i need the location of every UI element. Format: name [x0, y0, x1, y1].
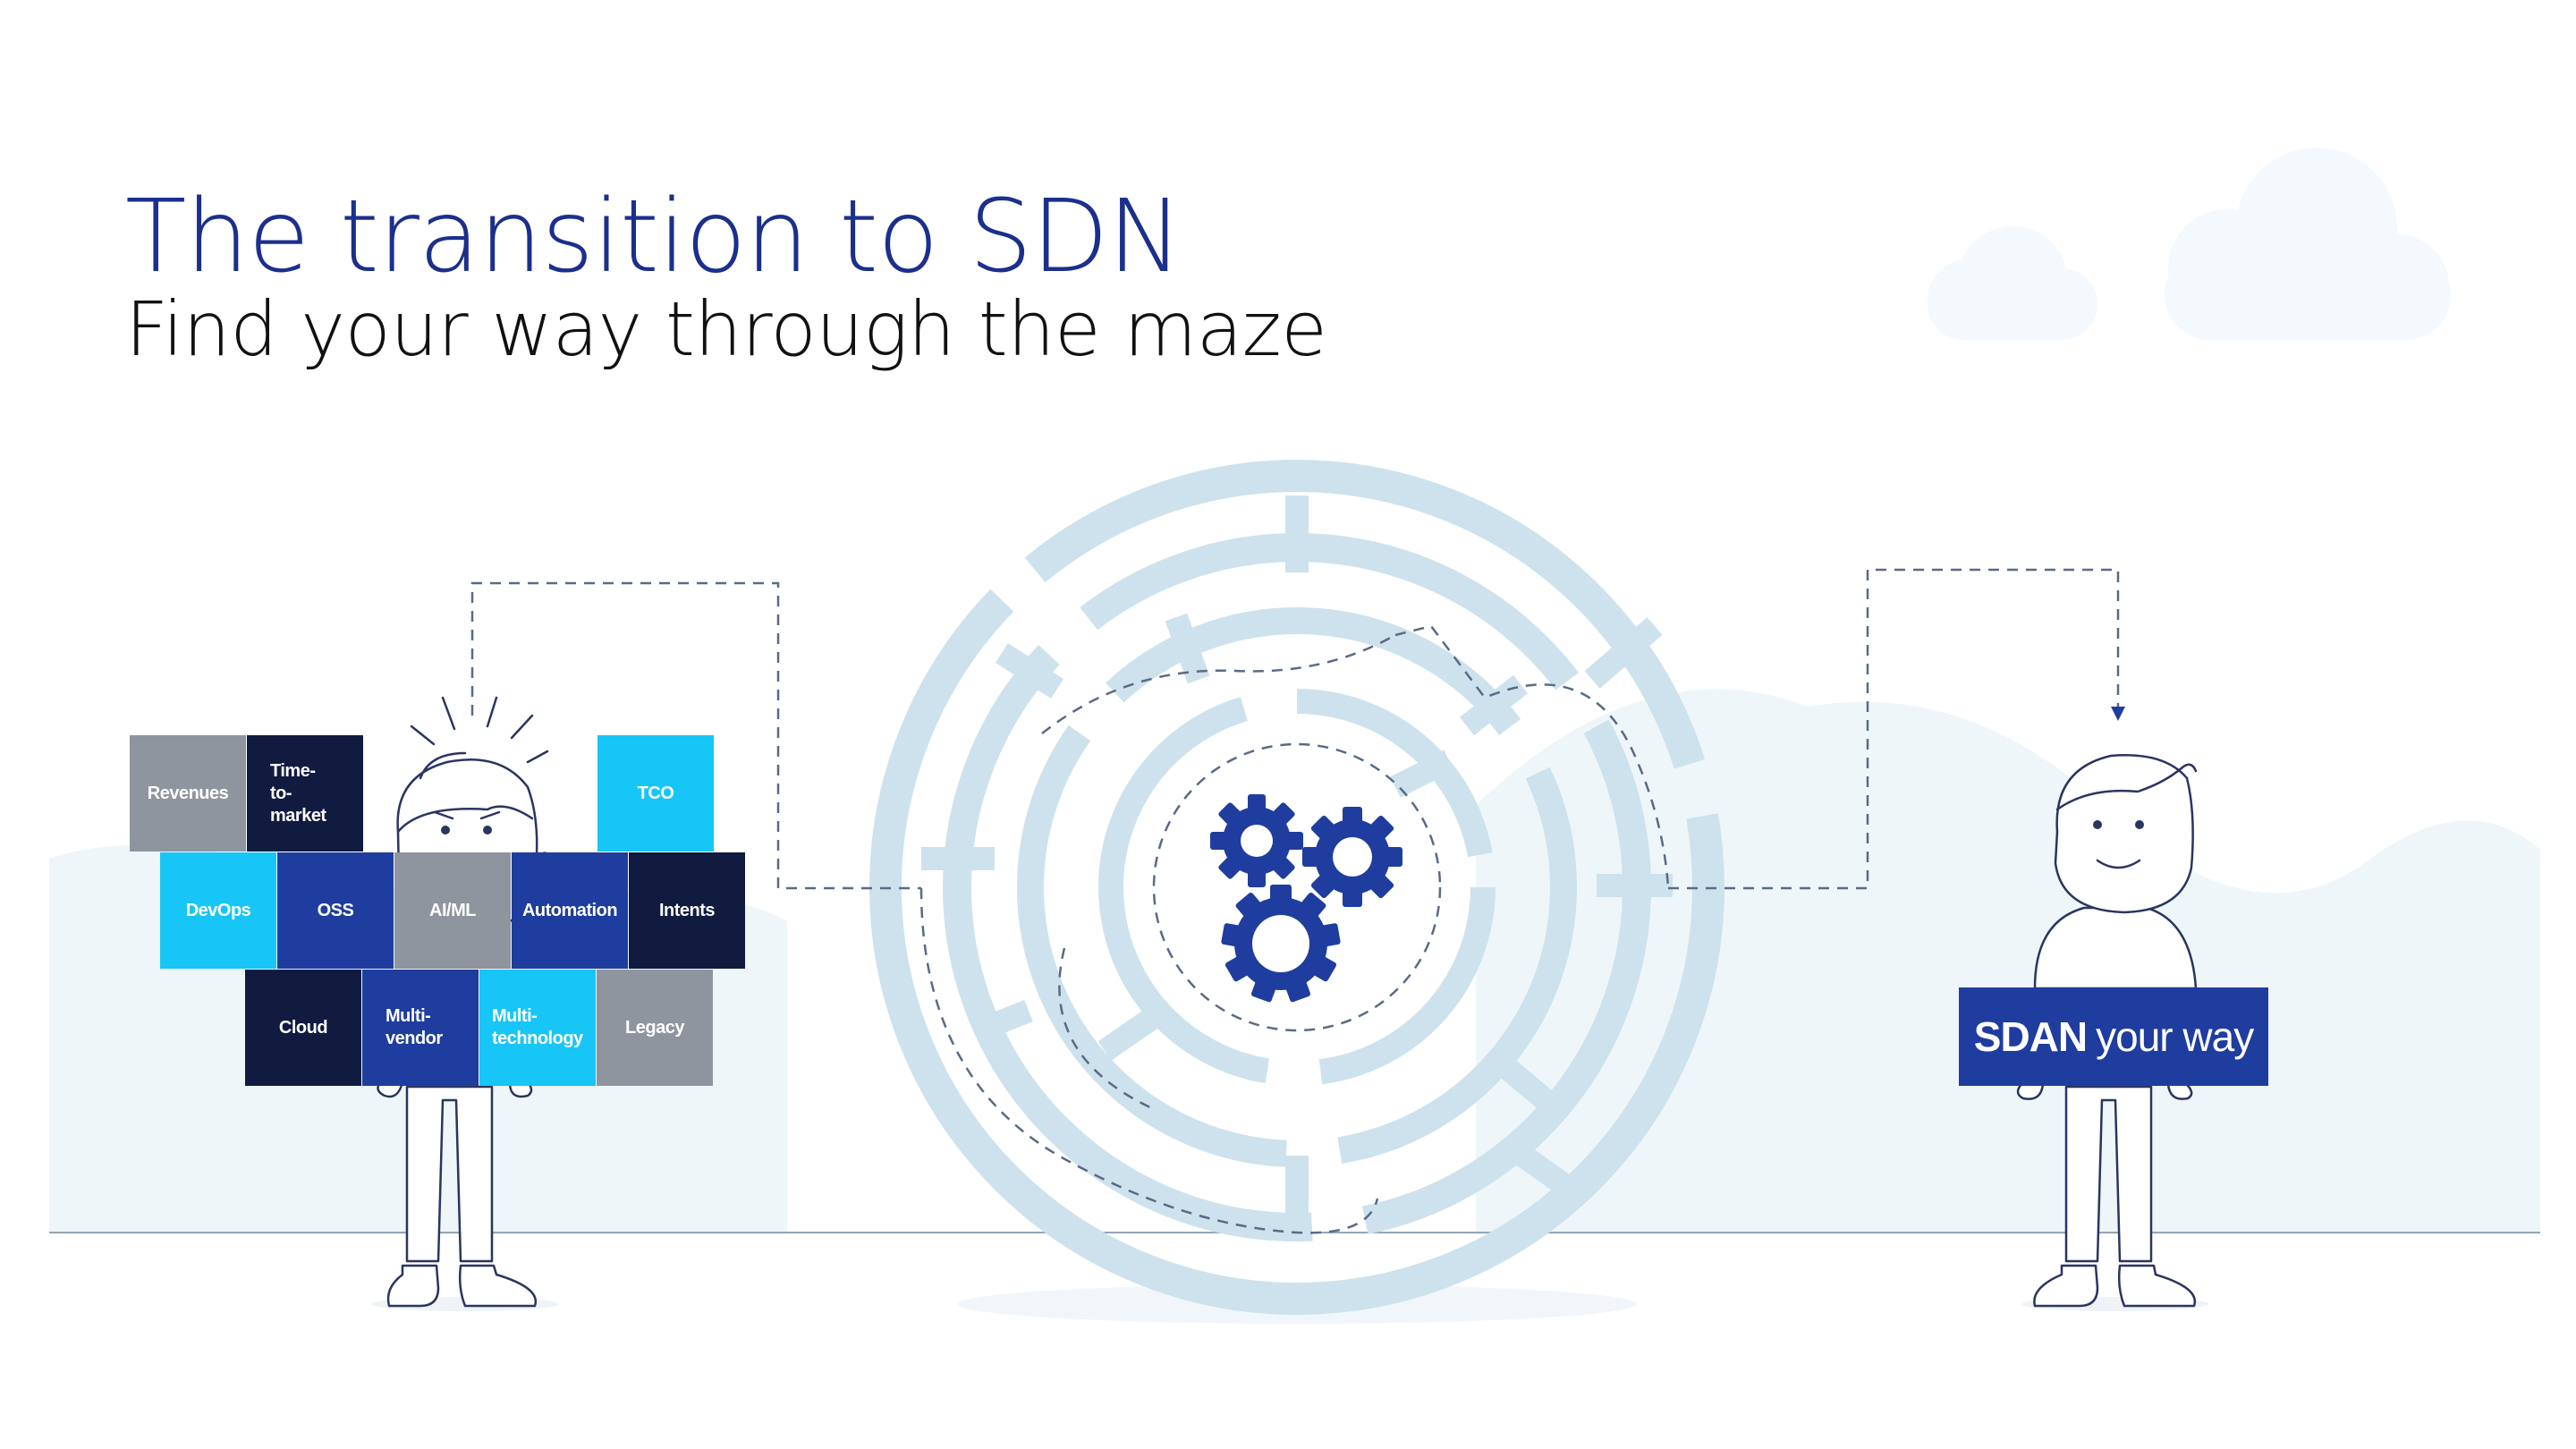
tile-automation: Automation [512, 852, 628, 969]
tile-label: Legacy [625, 1017, 684, 1038]
dashed-path [470, 568, 2120, 1234]
tile-legacy: Legacy [597, 970, 713, 1086]
cloud-icon [1928, 148, 2451, 340]
sdan-sign: SDAN your way [1959, 987, 2268, 1086]
tile-time-to-market: Time-to-market [247, 735, 363, 852]
person-illustration-right [2016, 754, 2209, 1311]
tile-label: Multi-technology [492, 1006, 583, 1048]
tile-label: Automation [521, 900, 618, 920]
sign-light-text: your way [2096, 1013, 2254, 1060]
page-subtitle: Find your way through the maze [125, 285, 1327, 373]
sign-bold-text: SDAN [1973, 1013, 2088, 1060]
tile-label: Time-to-market [270, 760, 326, 826]
tile-label: AI/ML [429, 900, 476, 920]
tile-oss: OSS [277, 852, 394, 969]
tile-tco: TCO [597, 735, 714, 852]
tile-label: TCO [637, 783, 674, 803]
tile-label: Revenues [147, 783, 229, 803]
gear-icon [1210, 794, 1402, 1003]
tile-intents: Intents [629, 852, 745, 969]
tile-multi-vendor: Multi-vendor [362, 970, 479, 1086]
tile-label: DevOps [185, 900, 251, 920]
page-title: The transition to SDN [125, 179, 1182, 295]
arrow-head [2111, 707, 2125, 721]
tile-label: OSS [317, 900, 354, 920]
tile-label: Cloud [278, 1017, 328, 1038]
tile-devops: DevOps [160, 852, 276, 969]
tile-cloud: Cloud [245, 970, 361, 1086]
tile-multi-technology: Multi-technology [479, 970, 596, 1086]
tile-ai-ml: AI/ML [394, 852, 511, 969]
tile-revenues: Revenues [130, 735, 246, 852]
tile-label: Intents [658, 900, 716, 920]
tile-label: Multi-vendor [386, 1006, 443, 1048]
